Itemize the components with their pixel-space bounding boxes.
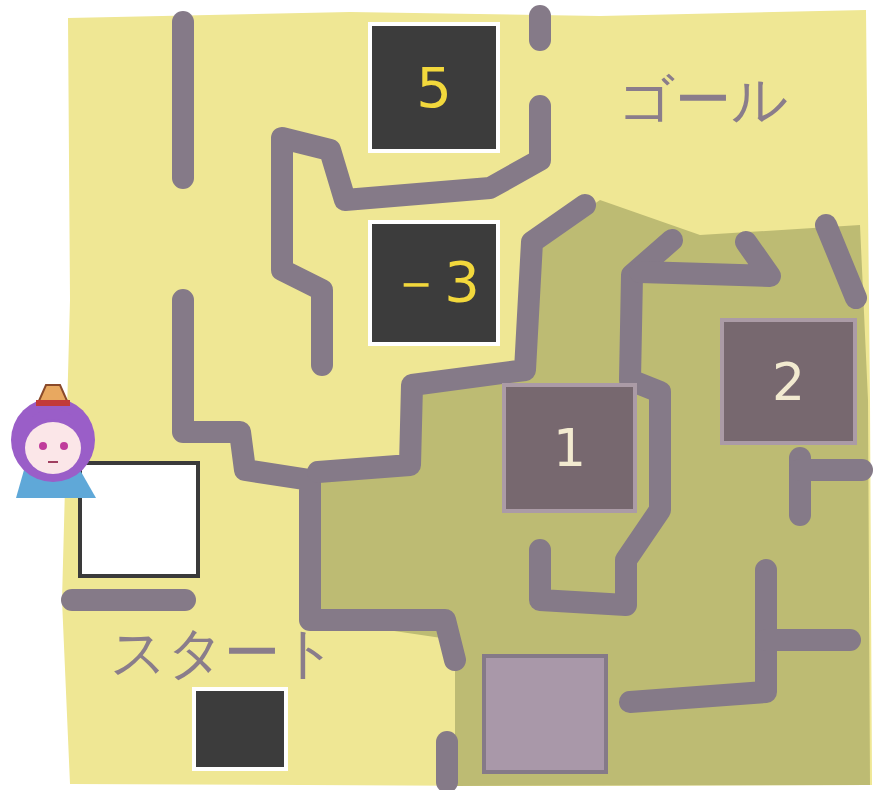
dark-tile bbox=[194, 689, 286, 769]
tile-number: 2 bbox=[772, 352, 805, 412]
maze-walls bbox=[72, 16, 862, 782]
map-label: スタート bbox=[110, 625, 337, 681]
character-sprite bbox=[11, 385, 96, 498]
start-box bbox=[80, 463, 198, 576]
dark-region bbox=[315, 200, 870, 786]
number-tile: 1 bbox=[502, 383, 637, 513]
tile-number: －3 bbox=[388, 245, 480, 321]
number-tile: 2 bbox=[720, 318, 857, 445]
tile-number: 5 bbox=[416, 55, 452, 120]
number-tile: －3 bbox=[368, 220, 500, 346]
number-tile: 5 bbox=[368, 22, 500, 153]
map-ground bbox=[62, 10, 872, 786]
map-label: ゴール bbox=[618, 72, 788, 128]
purple-tile bbox=[484, 656, 606, 772]
tile-number: 1 bbox=[553, 418, 586, 478]
